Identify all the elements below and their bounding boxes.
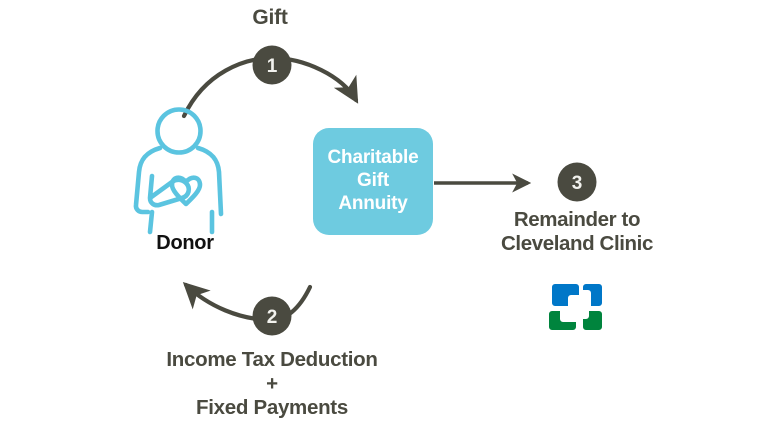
step-badge-2: 2 — [252, 296, 292, 336]
step-badge-1-number: 1 — [267, 56, 278, 77]
gift-label: Gift — [252, 6, 288, 29]
step-badge-3-number: 3 — [572, 173, 583, 194]
step-badge-2-number: 2 — [267, 307, 278, 328]
benefits-label: Income Tax Deduction + Fixed Payments — [166, 348, 378, 420]
remainder-label: Remainder to Cleveland Clinic — [501, 208, 653, 256]
charitable-gift-annuity-box: Charitable Gift Annuity — [313, 128, 433, 235]
donor-icon — [133, 107, 224, 235]
cleveland-clinic-logo — [549, 284, 602, 330]
step-badge-1: 1 — [252, 45, 292, 85]
donor-label: Donor — [156, 232, 214, 254]
step-badge-3: 3 — [557, 162, 597, 202]
charitable-gift-annuity-label: Charitable Gift Annuity — [327, 147, 419, 214]
